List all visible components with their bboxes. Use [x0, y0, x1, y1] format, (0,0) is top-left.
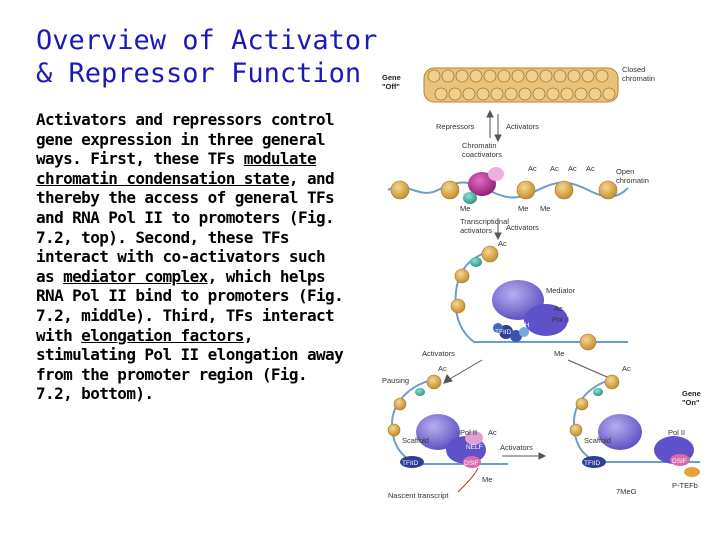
scaffold-left-label: Scaffold	[402, 436, 429, 445]
gene-on-label-2: "On"	[682, 398, 700, 407]
nelf-label: NELF	[466, 444, 483, 451]
closed-chromatin-label-1: Closed	[622, 65, 645, 74]
ac-mid-label: Ac	[498, 239, 507, 248]
open-chromatin-dna	[387, 181, 629, 199]
gene-on-label-1: Gene	[682, 389, 701, 398]
pol-ii-mid-label: Pol II	[552, 315, 569, 324]
tfiid-mid-label: TFIID	[495, 329, 512, 336]
open-chromatin-label-1: Open	[616, 167, 634, 176]
dsif-left-blob	[463, 456, 481, 468]
dsif-right-blob	[670, 454, 690, 466]
nascent-transcript-label: Nascent transcript	[388, 491, 449, 500]
mediator-complex-link[interactable]: mediator complex	[63, 266, 208, 286]
paused-mediator	[416, 414, 460, 450]
open-chromatin-nucleosomes	[390, 180, 618, 200]
ac-label-4: Ac	[586, 164, 595, 173]
ac-right-label: Ac	[622, 364, 631, 373]
pol-ii-middle	[524, 304, 568, 336]
gtf-complex-middle	[493, 323, 529, 342]
pausing-label: Pausing	[382, 376, 409, 385]
activators-left-label: Activators	[422, 349, 455, 358]
title-line-2: & Repressor Function	[36, 58, 362, 89]
me-label-1: Me	[460, 204, 470, 213]
tfiid-left-blob	[400, 456, 424, 468]
gene-off-label-2: "Off"	[382, 82, 400, 91]
meg-label: 7MeG	[616, 487, 637, 496]
ac-pause-label: Ac	[438, 364, 447, 373]
elongating-mediator	[598, 414, 642, 450]
tfiid-right-label: TFIID	[584, 460, 601, 467]
pol-ii-left-label: Pol II	[460, 428, 477, 437]
activators-mid-label: Activators	[506, 223, 539, 232]
tfiih-label: TFIIH	[513, 322, 530, 329]
nascent-transcript-line	[457, 467, 479, 493]
repressors-label: Repressors	[436, 122, 475, 131]
closed-chromatin-fiber	[423, 67, 619, 103]
pol-ii-right-label: Pol II	[668, 428, 685, 437]
elongation-factors-link[interactable]: elongation factors	[81, 325, 244, 345]
paused-activator	[415, 388, 425, 396]
body-text-part-1: Activators and repressors control gene e…	[36, 110, 335, 169]
mediator-activator	[470, 257, 482, 267]
ac-pol-label: Ac	[488, 428, 497, 437]
activators-bottom-label: Activators	[500, 443, 533, 452]
closed-chromatin-label-2: chromatin	[622, 74, 655, 83]
transcriptional-activators-label-2: activators	[460, 226, 492, 235]
chromatin-coactivators-label-2: coactivators	[462, 150, 502, 159]
ptefb-blob	[684, 467, 700, 477]
me-label-3: Me	[540, 204, 550, 213]
ac-med-label: Ac	[554, 304, 563, 313]
activator-repressor-figure: Gene "Off" Closed chromatin Repressors A…	[382, 65, 701, 500]
dsif-left-label: DSIF	[464, 460, 479, 467]
transcriptional-activator-top	[463, 192, 477, 204]
open-chromatin-label-2: chromatin	[616, 176, 649, 185]
body-paragraph: Activators and repressors control gene e…	[36, 110, 346, 404]
chromatin-condensation-link[interactable]: modulate chromatin condensation state	[36, 149, 317, 188]
tfiid-right-blob	[582, 456, 606, 468]
page-title: Overview of Activator & Repressor Functi…	[36, 24, 396, 90]
nelf-blob	[465, 431, 483, 445]
repressor-activator-arrows	[486, 109, 502, 143]
dsif-right-label: DSIF	[672, 458, 687, 465]
body-text-part-2: , and thereby the access of general TFs …	[36, 168, 335, 286]
scaffold-right-label: Scaffold	[584, 436, 611, 445]
me-mid-label: Me	[554, 349, 564, 358]
tfiid-left-label: TFIID	[402, 460, 419, 467]
ptefb-label: P-TEFb	[672, 481, 698, 490]
ac-label-2: Ac	[550, 164, 559, 173]
ac-label-1: Ac	[528, 164, 537, 173]
ac-label-3: Ac	[568, 164, 577, 173]
me-bottom-label: Me	[482, 475, 492, 484]
title-line-1: Overview of Activator	[36, 25, 378, 56]
chromatin-coactivators-label-1: Chromatin	[462, 141, 497, 150]
elongating-activator	[593, 388, 603, 396]
body-text-part-4: , stimulating Pol II elongation away fro…	[36, 325, 344, 404]
down-arrow-middle	[494, 218, 502, 241]
coactivator-partner	[488, 167, 504, 181]
gene-off-label-1: Gene	[382, 73, 401, 82]
elongating-loop-nucleosomes	[569, 374, 620, 437]
elongation-arrow	[502, 452, 547, 460]
paused-loop-nucleosomes	[387, 374, 442, 437]
chromatin-coactivator-blob	[468, 172, 496, 196]
transcriptional-activators-label-1: Transcriptional	[460, 217, 509, 226]
me-label-2: Me	[518, 204, 528, 213]
activators-top-label: Activators	[506, 122, 539, 131]
mediator-label: Mediator	[546, 286, 576, 295]
body-text-part-3: , which helps RNA Pol II bind to promote…	[36, 266, 344, 345]
branch-arrows	[443, 359, 619, 384]
mediator-loop-nucleosomes	[450, 245, 597, 351]
